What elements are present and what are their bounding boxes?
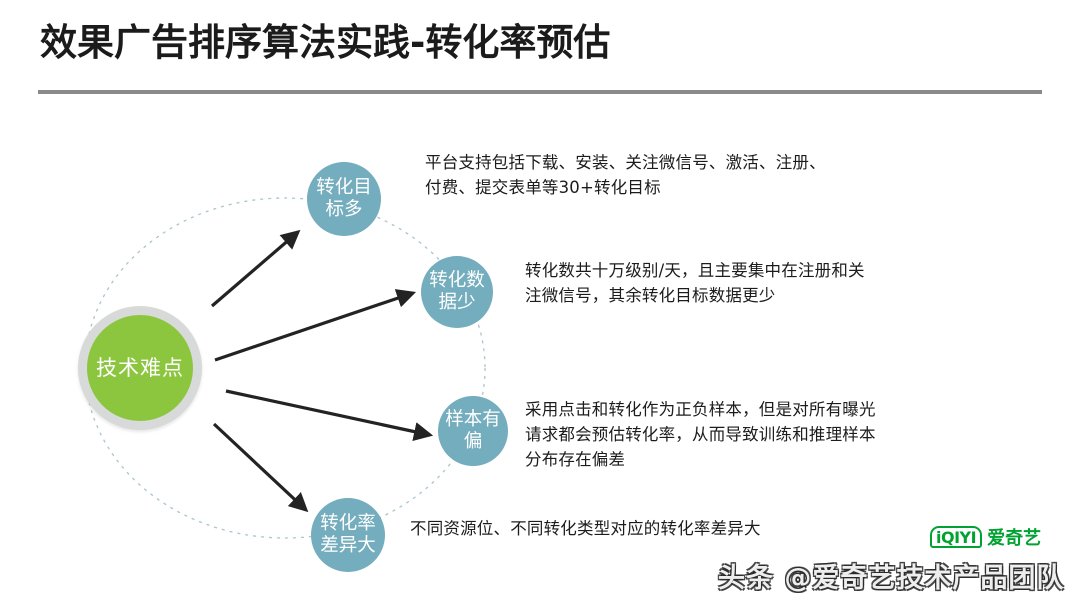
description-cvr-variance: 不同资源位、不同转化类型对应的转化率差异大: [410, 519, 761, 538]
arrow-to-branch-2: [214, 289, 417, 362]
description-few-conversion-data: 转化数共十万级别/天，且主要集中在注册和关 注微信号，其余转化目标数据更少: [525, 261, 865, 306]
node-core-technical-difficulties[interactable]: 技术难点: [78, 306, 202, 430]
description-many-conversion-goals: 平台支持包括下载、安装、关注微信号、激活、注册、 付费、提交表单等30+转化目标: [425, 153, 826, 198]
arrow-to-branch-1: [210, 229, 301, 308]
node-branch-cvr-variance[interactable]: 转化率 差异大: [311, 498, 385, 572]
iqiyi-logo: iQIYI 爱奇艺: [930, 524, 1041, 550]
node-branch-3-label: 样本有 偏: [445, 409, 501, 452]
description-sample-bias: 采用点击和转化作为正负样本，但是对所有曝光 请求都会预估转化率，从而导致训练和推…: [525, 400, 876, 470]
arrow-to-branch-4: [212, 422, 309, 513]
page-title: 效果广告排序算法实践-转化率预估: [40, 21, 611, 64]
iqiyi-chinese-name: 爱奇艺: [987, 528, 1042, 549]
node-branch-2-label: 转化数 据少: [429, 270, 485, 313]
arrow-to-branch-3: [225, 389, 434, 442]
title-divider: [38, 90, 1042, 94]
node-branch-1-label: 转化目 标多: [316, 177, 372, 220]
orbit-ellipse: [84, 197, 486, 539]
node-core-label: 技术难点: [96, 355, 184, 380]
diagram-connectors: [84, 197, 486, 539]
iqiyi-wordmark-icon: iQIYI: [930, 525, 983, 549]
node-branch-sample-bias[interactable]: 样本有 偏: [438, 396, 508, 466]
node-branch-4-label: 转化率 差异大: [320, 513, 376, 556]
node-branch-few-conversion-data[interactable]: 转化数 据少: [421, 256, 493, 328]
node-branch-many-conversion-goals[interactable]: 转化目 标多: [307, 162, 381, 236]
concept-diagram: 技术难点 转化目 标多 转化数 据少 样本有 偏 转化率 差异大 平台支持包括下…: [0, 110, 1080, 580]
